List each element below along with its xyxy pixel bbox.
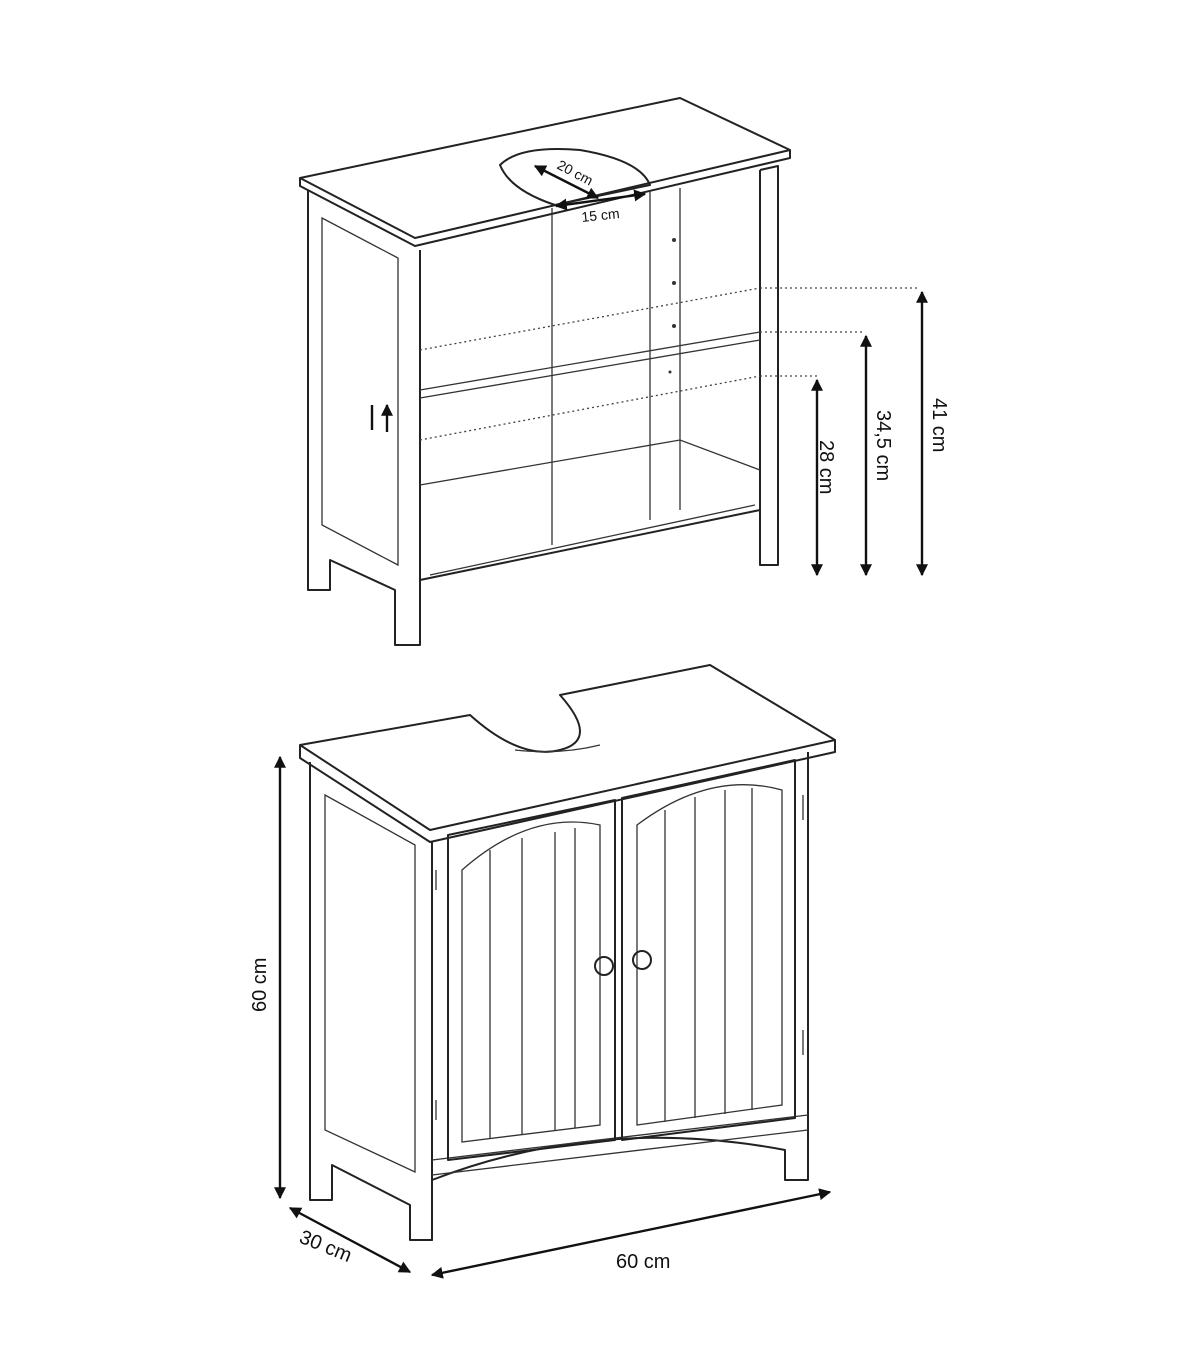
- door-knob-left: [594, 956, 614, 976]
- adjustable-shelf-icon: [370, 405, 387, 432]
- shelf-dimension-lines: [533, 164, 928, 577]
- label-height-60cm: 60 cm: [249, 958, 271, 1012]
- door-knob-right: [632, 950, 652, 970]
- overall-dimension-lines: [274, 755, 832, 1279]
- label-width-60cm: 60 cm: [616, 1251, 670, 1273]
- closed-cabinet-drawing: [299, 664, 836, 1241]
- sink-cutout: [499, 148, 651, 206]
- label-cutout-depth: 20 cm: [555, 157, 596, 189]
- label-depth-30cm: 30 cm: [296, 1226, 355, 1267]
- open-cabinet-drawing: [299, 97, 920, 646]
- label-41cm: 41 cm: [928, 398, 950, 452]
- label-cutout-width: 15 cm: [581, 205, 621, 225]
- label-28cm: 28 cm: [815, 440, 837, 494]
- label-34-5cm: 34,5 cm: [872, 410, 894, 481]
